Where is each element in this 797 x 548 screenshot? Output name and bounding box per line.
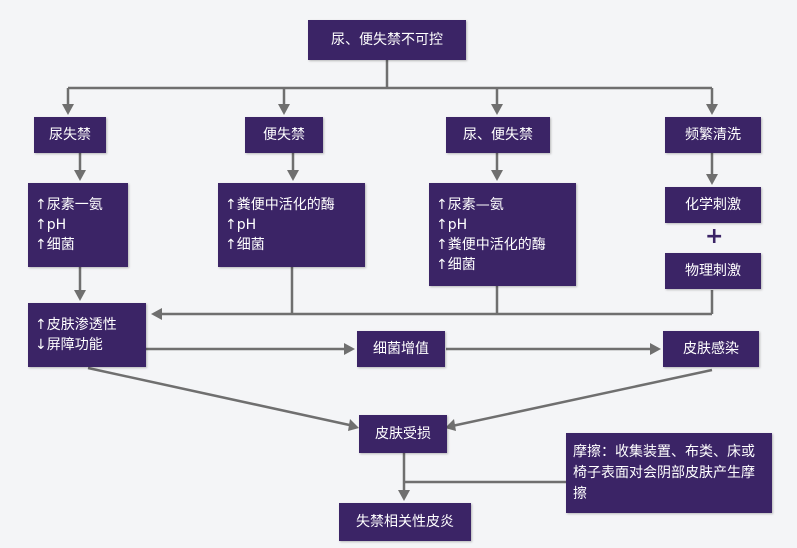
stool-effect-1: ↑粪便中活化的酶 (225, 197, 335, 213)
both-effects-box: ↑尿素—氨 ↑pH ↑粪便中活化的酶 ↑细菌 (429, 183, 576, 286)
stool-effect-2: ↑pH (225, 217, 257, 233)
result-label: 失禁相关性皮炎 (356, 514, 454, 530)
urine-effect-1: ↑尿素一氨 (35, 197, 103, 213)
top-node: 尿、便失禁不可控 (308, 20, 466, 60)
both-effect-4: ↑细菌 (436, 256, 476, 273)
both-effect-3: ↑粪便中活化的酶 (436, 236, 546, 253)
skin-infection-label: 皮肤感染 (683, 341, 739, 357)
both-effect-2: ↑pH (436, 216, 468, 233)
urine-effect-3: ↑细菌 (35, 237, 75, 253)
stool-effect-3: ↑细菌 (225, 237, 265, 253)
chemical-irritation-label: 化学刺激 (685, 197, 741, 213)
friction-label: 摩擦：收集装置、布类、床或椅子表面对会阴部皮肤产生摩擦 (573, 443, 755, 502)
urine-effects-box: ↑尿素一氨 ↑pH ↑细菌 (28, 183, 128, 267)
chemical-irritation: 化学刺激 (665, 187, 761, 223)
stool-effects-box: ↑粪便中活化的酶 ↑pH ↑细菌 (218, 183, 365, 267)
friction-box: 摩擦：收集装置、布类、床或椅子表面对会阴部皮肤产生摩擦 (566, 433, 772, 513)
cause-fecal-label: 便失禁 (263, 127, 305, 143)
bacteria-growth: 细菌增值 (357, 331, 445, 367)
urine-effect-2: ↑pH (35, 217, 67, 233)
physical-irritation-label: 物理刺激 (685, 263, 741, 279)
cause-washing: 频繁清洗 (665, 117, 761, 153)
skin-damage-label: 皮肤受损 (375, 426, 431, 442)
top-node-label: 尿、便失禁不可控 (331, 32, 443, 48)
cause-fecal: 便失禁 (245, 117, 323, 153)
skin-change-2: ↓屏障功能 (35, 337, 103, 353)
physical-irritation: 物理刺激 (665, 253, 761, 289)
skin-damage: 皮肤受损 (359, 415, 447, 453)
cause-urinary: 尿失禁 (34, 117, 106, 153)
bacteria-growth-label: 细菌增值 (373, 341, 429, 357)
cause-both: 尿、便失禁 (446, 117, 550, 153)
cause-washing-label: 频繁清洗 (685, 127, 741, 143)
result-node: 失禁相关性皮炎 (339, 503, 471, 541)
skin-change-1: ↑皮肤渗透性 (35, 317, 117, 333)
skin-change-box: ↑皮肤渗透性 ↓屏障功能 (28, 303, 146, 367)
cause-both-label: 尿、便失禁 (463, 127, 533, 143)
cause-urinary-label: 尿失禁 (49, 127, 91, 143)
both-effect-1: ↑尿素—氨 (436, 196, 504, 213)
skin-infection: 皮肤感染 (663, 331, 759, 367)
plus-sign: + (705, 224, 724, 249)
